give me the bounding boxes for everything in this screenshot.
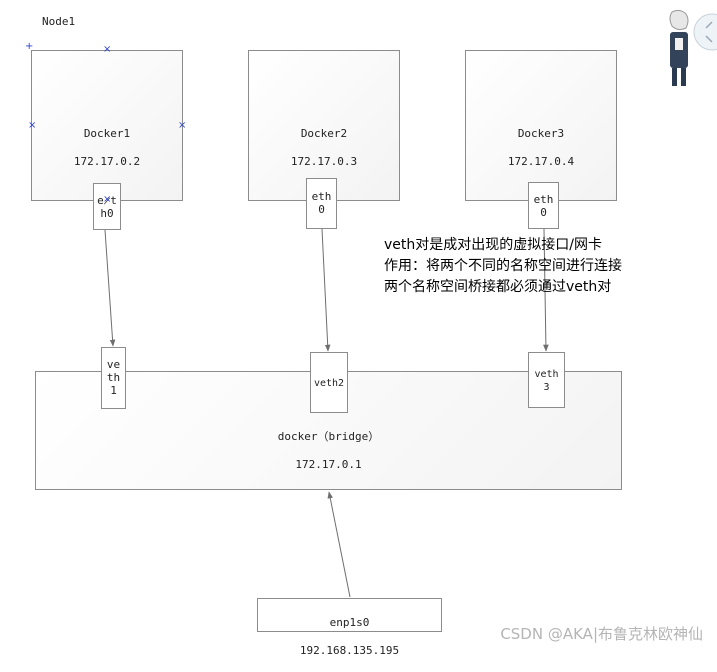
arrow-docker3-veth3 [543,228,549,352]
port-label: eth 0 [311,190,332,216]
selection-handle-icon[interactable]: + [25,41,34,52]
container-name: Docker1 [83,127,131,140]
bridge-label: docker（bridge） [277,430,380,443]
selection-handle-icon[interactable]: × [103,44,112,55]
port-label: eth 0 [533,193,554,219]
port-label: ve th 1 [106,358,121,397]
selection-handle-icon[interactable]: × [28,120,37,131]
nic-name: enp1s0 [329,616,370,629]
container-ip: 172.17.0.3 [290,155,358,168]
avatar-icon [669,9,717,86]
container-docker1[interactable]: Docker1 172.17.0.2 [31,50,183,201]
eth-port-docker3[interactable]: eth 0 [528,182,559,229]
container-ip: 172.17.0.4 [507,155,575,168]
node-label: Node1 [42,15,76,28]
note-line: 作用：将两个不同的名称空间进行连接 [384,258,622,274]
veth-note: veth对是成对出现的虚拟接口/网卡 作用：将两个不同的名称空间进行连接 两个名… [384,235,622,298]
note-line: veth对是成对出现的虚拟接口/网卡 [384,237,602,253]
veth-port-3[interactable]: veth 3 [528,352,565,408]
veth-port-1[interactable]: ve th 1 [101,347,126,409]
selection-handle-icon[interactable]: × [103,194,112,205]
host-nic[interactable]: enp1s0 192.168.135.195 [257,598,442,657]
eth-port-docker2[interactable]: eth 0 [306,178,337,229]
port-label: veth2 [313,378,345,389]
arrow-docker1-veth1 [104,229,116,347]
bridge-ip: 172.17.0.1 [295,458,362,471]
arrow-nic-bridge [327,491,351,598]
container-docker2[interactable]: Docker2 172.17.0.3 [248,50,400,201]
container-docker3[interactable]: Docker3 172.17.0.4 [465,50,617,201]
selection-handle-icon[interactable]: × [178,120,187,131]
eth-port-docker1[interactable]: e̷t h0 [93,183,121,230]
container-ip: 172.17.0.2 [73,155,141,168]
port-label: veth 3 [534,369,559,393]
container-name: Docker3 [517,127,565,140]
watermark: CSDN @AKA|布鲁克林欧神仙 [500,625,703,643]
container-name: Docker2 [300,127,348,140]
arrow-docker2-veth2 [321,228,331,352]
veth-port-2[interactable]: veth2 [310,352,348,413]
connection-arrows [104,228,549,598]
note-line: 两个名称空间桥接都必须通过veth对 [384,279,612,295]
port-label: e̷t h0 [97,194,117,220]
